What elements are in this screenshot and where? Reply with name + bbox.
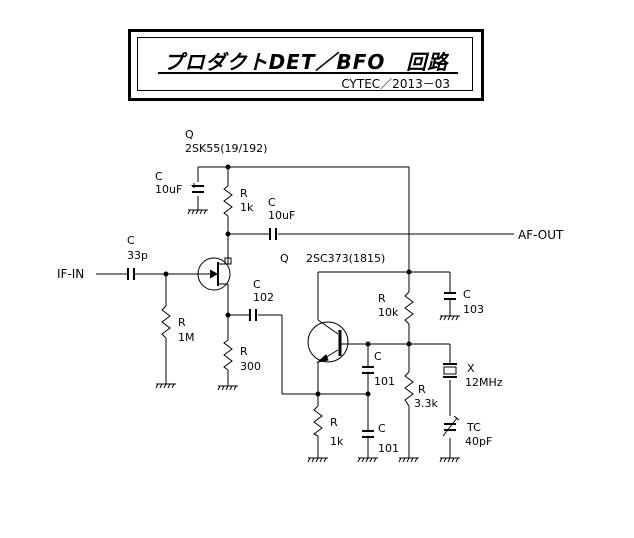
c103-ref-label: C — [463, 288, 471, 301]
wires — [96, 166, 514, 458]
ground-icon — [187, 209, 208, 215]
r10k-ref-label: R — [378, 292, 386, 305]
diagram-title: プロダクトDET／BFO 回路 — [163, 50, 449, 74]
c-top-val-label: 10uF — [155, 183, 182, 196]
r33-ref-label: R — [418, 383, 426, 396]
c-in-val-label: 33p — [127, 249, 148, 262]
capacitors — [127, 185, 456, 438]
ground-icon — [439, 457, 460, 463]
c101b-ref-label: C — [378, 422, 386, 435]
af-out-label: AF-OUT — [518, 228, 564, 242]
diagram-subtitle: CYTEC／2013－03 — [341, 77, 450, 91]
trimmer-cap-symbol — [442, 415, 460, 437]
resistor-10k-symbol — [404, 291, 414, 325]
ground-icon — [439, 315, 460, 321]
tc-ref-label: TC — [466, 421, 481, 434]
resistor-3k3-symbol — [404, 371, 414, 407]
c-out-ref-label: C — [268, 196, 276, 209]
q2-ref-label: Q — [280, 252, 289, 265]
resistor-drain-symbol — [223, 185, 233, 217]
q2-part-label: 2SC373(1815) — [306, 252, 385, 265]
title-frame-outer — [128, 29, 484, 101]
r1k-ref-label: R — [330, 416, 338, 429]
if-in-label: IF-IN — [57, 267, 84, 281]
r33-val-label: 3.3k — [414, 397, 438, 410]
junction-dots — [163, 164, 412, 397]
r1k-val-label: 1k — [330, 435, 344, 448]
c103-val-label: 103 — [463, 303, 484, 316]
resistors — [161, 185, 414, 437]
component-labels: Q 2SK55(19/192) C 10uF R 1k C 10uF AF-OU… — [57, 128, 564, 455]
ground-icon — [398, 457, 419, 463]
x-ref-label: X — [467, 362, 475, 375]
q1-ref-label: Q — [185, 128, 194, 141]
title-underline — [158, 72, 458, 74]
resistor-gate-symbol — [161, 305, 171, 339]
ground-icon — [307, 457, 328, 463]
ground-icon — [217, 385, 238, 391]
c-top-ref-label: C — [155, 170, 163, 183]
resistor-source-symbol — [223, 339, 233, 371]
title-frame-inner: プロダクトDET／BFO 回路 CYTEC／2013－03 — [137, 37, 473, 91]
c102-val-label: 102 — [253, 291, 274, 304]
resistor-emitter-symbol — [313, 405, 323, 437]
fet-symbol — [197, 256, 232, 292]
crystal-symbol — [443, 363, 457, 378]
c101a-ref-label: C — [374, 350, 382, 363]
r-drain-val-label: 1k — [240, 201, 254, 214]
r-source-val-label: 300 — [240, 360, 261, 373]
tc-val-label: 40pF — [465, 435, 492, 448]
ground-symbols — [155, 209, 460, 463]
q1-part-label: 2SK55(19/192) — [185, 142, 267, 155]
ground-icon — [155, 383, 176, 389]
c101b-val-label: 101 — [378, 442, 399, 455]
r-drain-ref-label: R — [240, 187, 248, 200]
r-gate-ref-label: R — [178, 316, 186, 329]
r-source-ref-label: R — [240, 345, 248, 358]
c101a-val-label: 101 — [374, 375, 395, 388]
x-val-label: 12MHz — [465, 376, 503, 389]
bjt-symbol — [307, 319, 349, 363]
ground-icon — [357, 457, 378, 463]
c-out-val-label: 10uF — [268, 209, 295, 222]
r10k-val-label: 10k — [378, 306, 399, 319]
r-gate-val-label: 1M — [178, 331, 195, 344]
c-in-ref-label: C — [127, 234, 135, 247]
c102-ref-label: C — [253, 278, 261, 291]
